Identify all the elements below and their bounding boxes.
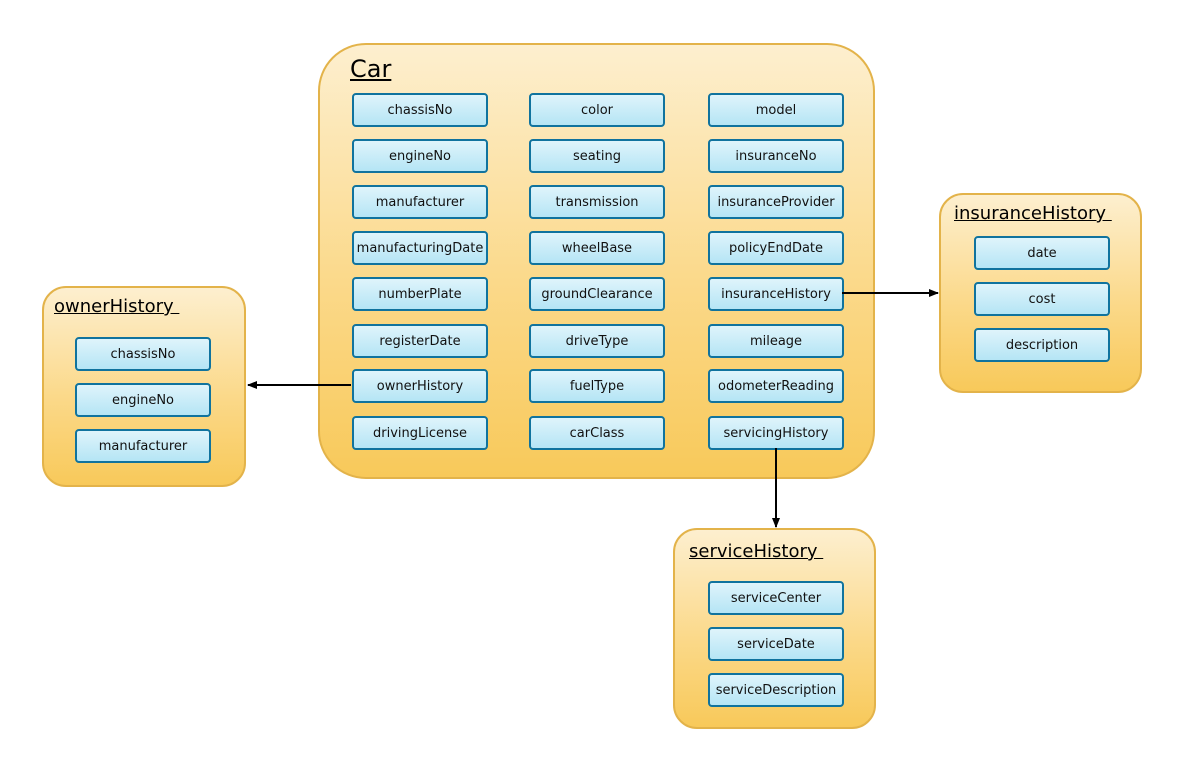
car-field-groundclearance: groundClearance <box>529 277 665 311</box>
insurance-history-field-date: date <box>974 236 1110 270</box>
car-field-insurancehistory: insuranceHistory <box>708 277 844 311</box>
car-field-seating: seating <box>529 139 665 173</box>
insurance-history-field-cost: cost <box>974 282 1110 316</box>
car-field-manufacturingdate: manufacturingDate <box>352 231 488 265</box>
car-field-ownerhistory: ownerHistory <box>352 369 488 403</box>
car-field-registerdate: registerDate <box>352 324 488 358</box>
car-title: Car <box>350 55 392 83</box>
service-history-title: serviceHistory <box>689 541 824 562</box>
car-field-insuranceprovider: insuranceProvider <box>708 185 844 219</box>
owner-history-group: ownerHistory chassisNo engineNo manufact… <box>42 286 246 487</box>
owner-history-field-engineno: engineNo <box>75 383 211 417</box>
owner-history-field-chassisno: chassisNo <box>75 337 211 371</box>
owner-history-title: ownerHistory <box>54 296 180 317</box>
car-field-manufacturer: manufacturer <box>352 185 488 219</box>
car-field-engineno: engineNo <box>352 139 488 173</box>
owner-history-field-manufacturer: manufacturer <box>75 429 211 463</box>
car-field-transmission: transmission <box>529 185 665 219</box>
service-history-group: serviceHistory serviceCenter serviceDate… <box>673 528 876 729</box>
car-field-insuranceno: insuranceNo <box>708 139 844 173</box>
insurance-history-group: insuranceHistory date cost description <box>939 193 1142 393</box>
insurance-history-title: insuranceHistory <box>954 203 1112 224</box>
service-history-field-servicecenter: serviceCenter <box>708 581 844 615</box>
car-field-fueltype: fuelType <box>529 369 665 403</box>
car-field-wheelbase: wheelBase <box>529 231 665 265</box>
service-history-field-servicedescription: serviceDescription <box>708 673 844 707</box>
car-field-policyenddate: policyEndDate <box>708 231 844 265</box>
car-field-drivetype: driveType <box>529 324 665 358</box>
car-field-servicinghistory: servicingHistory <box>708 416 844 450</box>
car-group: Car chassisNo engineNo manufacturer manu… <box>318 43 875 479</box>
service-history-field-servicedate: serviceDate <box>708 627 844 661</box>
car-field-color: color <box>529 93 665 127</box>
car-field-carclass: carClass <box>529 416 665 450</box>
car-field-drivinglicense: drivingLicense <box>352 416 488 450</box>
car-field-odometerreading: odometerReading <box>708 369 844 403</box>
insurance-history-field-description: description <box>974 328 1110 362</box>
car-field-chassisno: chassisNo <box>352 93 488 127</box>
car-field-mileage: mileage <box>708 324 844 358</box>
car-field-model: model <box>708 93 844 127</box>
car-field-numberplate: numberPlate <box>352 277 488 311</box>
